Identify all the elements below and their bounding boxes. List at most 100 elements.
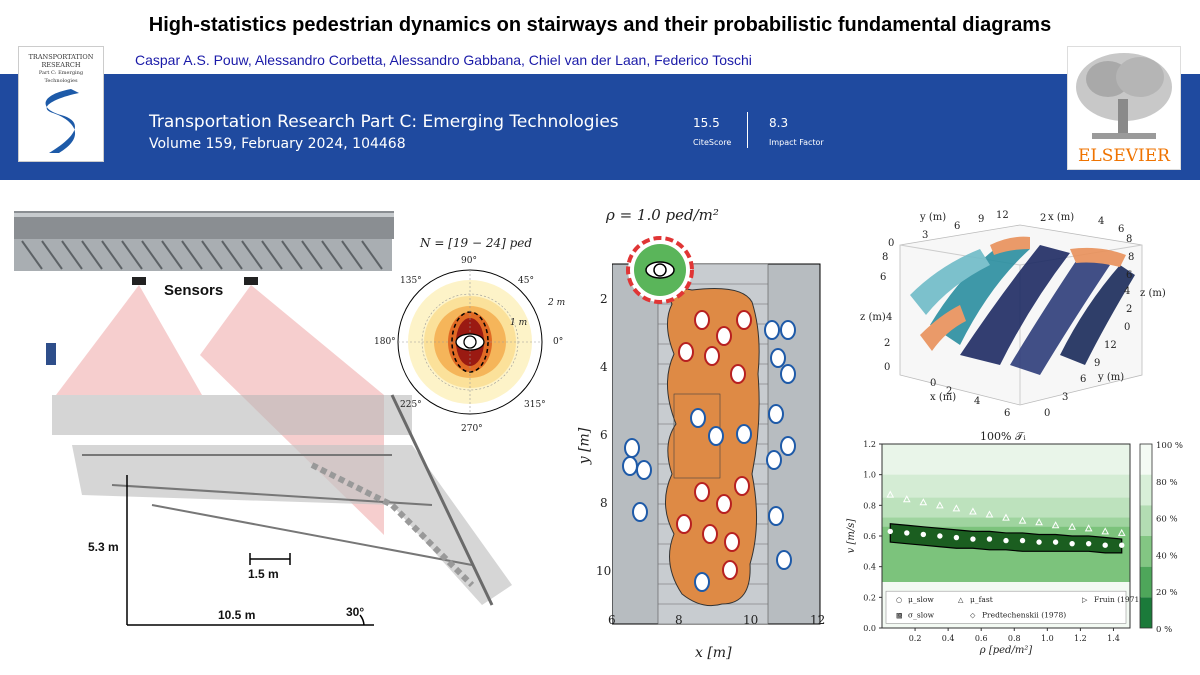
cloud-z-label-left: z (m) xyxy=(860,312,886,323)
fd-xtick-label: 1.2 xyxy=(1074,634,1087,643)
journal-cover[interactable]: TRANSPORTATION RESEARCH Part C: Emerging… xyxy=(18,46,104,162)
cloud-tick-top-9: 9 xyxy=(978,214,985,225)
floor-xtick-6: 6 xyxy=(608,613,616,627)
fd-mu-fast-point xyxy=(1101,527,1110,535)
fd-mu-slow-point xyxy=(887,528,893,535)
polar-density-plot xyxy=(397,269,543,415)
polar-angle-0: 0° xyxy=(553,337,564,347)
fd-mu-fast-point xyxy=(919,498,928,506)
fd-xtick-label: 1.0 xyxy=(1041,634,1054,643)
polar-angle-225: 225° xyxy=(400,400,422,410)
fd-colorbar-segment xyxy=(1140,597,1152,628)
floor-ytick-8: 8 xyxy=(600,496,608,510)
fd-mu-slow-point xyxy=(1036,539,1042,545)
polar-angle-315: 315° xyxy=(524,400,546,410)
metric-divider xyxy=(747,112,748,148)
sensors-label: Sensors xyxy=(164,282,224,299)
polar-angle-270: 270° xyxy=(461,424,483,434)
cloud-tick-left-8: 8 xyxy=(882,252,889,263)
fd-colorbar-label: 80 % xyxy=(1156,478,1178,488)
fd-chart-title: 100% 𝒯ᵢ xyxy=(980,430,1026,443)
fd-ytick-label: 0.6 xyxy=(863,532,876,541)
floor-xtick-12: 12 xyxy=(810,613,826,627)
fd-legend-marker: ◇ xyxy=(970,611,976,619)
cloud-tick-left-0: 0 xyxy=(884,362,891,373)
cloud-tick-bottom-0: 0 xyxy=(930,378,937,389)
fd-colorbar-segment xyxy=(1140,505,1152,536)
cloud-tick-bottom-4: 4 xyxy=(974,396,981,407)
fd-colorbar-segment xyxy=(1140,474,1152,506)
fd-mu-fast-point xyxy=(1084,524,1093,532)
fd-legend-item: Fruin (1971) xyxy=(1094,595,1142,604)
cloud-tick-bottom-2: 2 xyxy=(946,386,953,397)
fd-colorbar-label: 60 % xyxy=(1156,515,1178,525)
elsevier-logo[interactable] xyxy=(1067,46,1181,170)
fd-mu-fast-point xyxy=(1018,516,1027,524)
publisher-name: ELSEVIER xyxy=(1078,146,1170,166)
step-length-label: 1.5 m xyxy=(248,567,279,581)
fd-mu-fast-point xyxy=(985,510,994,518)
cloud-tick-bottom-6: 6 xyxy=(1004,408,1011,419)
fd-xtick-label: 0.4 xyxy=(942,634,955,643)
polar-angle-180: 180° xyxy=(374,337,396,347)
fd-colorbar-segment xyxy=(1140,444,1152,475)
cover-title-2: RESEARCH xyxy=(41,61,81,69)
fd-mu-slow-point xyxy=(937,533,943,539)
fd-mu-fast-point xyxy=(1051,521,1060,529)
sensor-left-icon xyxy=(132,277,146,285)
stairway-scan-figure xyxy=(14,211,512,626)
fd-colorbar-label: 100 % xyxy=(1156,441,1183,451)
fd-mu-fast-point xyxy=(936,501,944,509)
cloud-tick-right-6: 6 xyxy=(1126,270,1133,281)
fd-mu-slow-point xyxy=(970,536,976,542)
cloud-tick-left-6: 6 xyxy=(880,272,887,283)
cloud-tick-bottom-3: 3 xyxy=(1062,392,1069,403)
fd-xtick-label: 1.4 xyxy=(1107,634,1120,643)
cloud-tick-right-2: 2 xyxy=(1126,304,1133,315)
fd-mu-fast-point xyxy=(1068,522,1076,530)
cloud-tick-top-6b: 6 xyxy=(1118,224,1125,235)
fd-ytick-label: 0.2 xyxy=(863,593,876,602)
fd-colorbar-label: 0 % xyxy=(1156,625,1172,635)
fd-x-axis-label: ρ [ped/m²] xyxy=(979,645,1033,656)
cloud-tick-top-4: 4 xyxy=(1098,216,1105,227)
fd-mu-slow-point xyxy=(953,534,960,541)
fd-mu-fast-point xyxy=(969,507,977,515)
fd-mu-slow-point xyxy=(1003,537,1009,544)
fd-mu-fast-point xyxy=(952,504,961,512)
cloud-tick-right-4: 4 xyxy=(1124,286,1131,297)
fd-mu-slow-point xyxy=(1119,542,1125,548)
floor-view-plot xyxy=(612,236,821,625)
fd-mu-slow-point xyxy=(920,531,927,538)
fd-legend-marker: △ xyxy=(958,596,964,604)
impact-factor-label: Impact Factor xyxy=(769,138,824,147)
cloud-tick-left-4: 4 xyxy=(886,312,893,323)
journal-name[interactable]: Transportation Research Part C: Emerging… xyxy=(149,112,619,132)
fd-xtick-label: 0.6 xyxy=(975,634,988,643)
citescore-label: CiteScore xyxy=(693,138,732,147)
polar-title: N = [19 − 24] ped xyxy=(420,236,533,250)
fd-colorbar-segment xyxy=(1140,566,1152,598)
author-list[interactable]: Caspar A.S. Pouw, Alessandro Corbetta, A… xyxy=(135,52,752,68)
fd-mu-slow-point xyxy=(1085,540,1092,547)
floor-density-title: ρ = 1.0 ped/m² xyxy=(606,206,719,224)
fd-legend-box xyxy=(885,590,1127,624)
paper-title: High-statistics pedestrian dynamics on s… xyxy=(148,14,1052,36)
fd-mu-fast-point xyxy=(1035,518,1043,526)
cloud-tick-bottom-6b: 6 xyxy=(1080,374,1087,385)
tree-icon xyxy=(1076,53,1172,139)
impact-factor-value: 8.3 xyxy=(769,116,789,130)
fd-mu-slow-point xyxy=(1102,542,1108,548)
floor-x-axis-label: x [m] xyxy=(695,645,732,661)
cloud-tick-top-6: 6 xyxy=(954,221,961,232)
cloud-tick-right-0: 0 xyxy=(1124,322,1131,333)
cloud-tick-top-0: 0 xyxy=(888,238,895,249)
cloud-tick-top-12: 12 xyxy=(996,210,1009,221)
cloud-tick-left-2: 2 xyxy=(884,338,891,349)
journal-banner xyxy=(0,74,1200,180)
floor-ytick-4: 4 xyxy=(600,360,608,374)
fd-mu-fast-point xyxy=(902,495,911,503)
floor-y-axis-label: y [m] xyxy=(576,427,593,465)
cover-title-1: TRANSPORTATION xyxy=(28,53,94,61)
